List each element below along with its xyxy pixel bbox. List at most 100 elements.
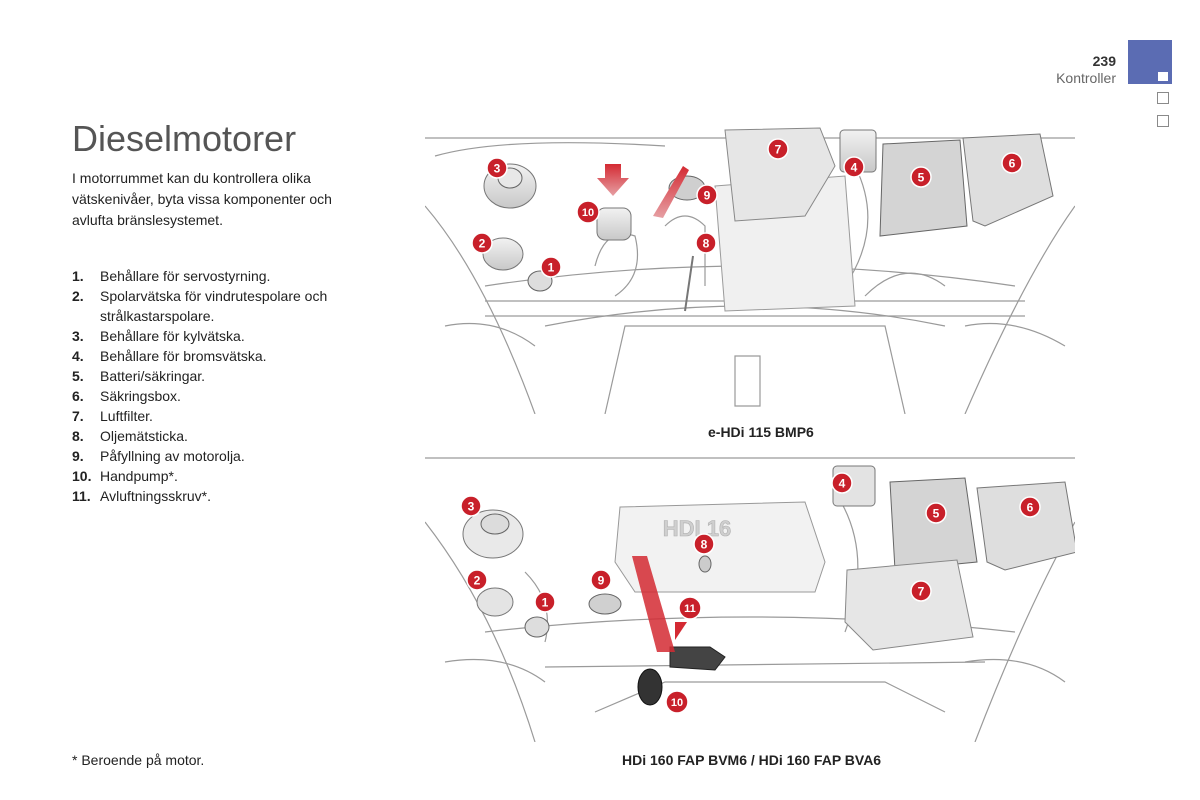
list-item-text: Avluftningsskruv*. — [100, 488, 212, 504]
section-tab-box — [1157, 115, 1169, 127]
list-item-number: 4. — [72, 348, 84, 364]
badge-8: 8 — [693, 533, 715, 555]
section-title: Kontroller — [1056, 70, 1116, 86]
badge-label: 10 — [671, 697, 683, 709]
page-number: 239 — [1092, 53, 1116, 69]
list-item-number: 11. — [72, 488, 91, 504]
list-item: 4. Behållare för bromsvätska. — [72, 346, 372, 366]
page-title: Dieselmotorer — [72, 118, 297, 159]
list-item-number: 3. — [72, 328, 84, 344]
badge-label: 4 — [839, 477, 846, 491]
power-steering-reservoir — [524, 616, 550, 638]
badge-6: 6 — [1001, 152, 1023, 174]
list-item-text: Säkringsbox. — [100, 388, 181, 404]
list-item-text: Oljemätsticka. — [100, 428, 188, 444]
badge-8: 8 — [695, 232, 717, 254]
badge-label: 9 — [598, 574, 605, 588]
engine-outline — [425, 457, 1075, 742]
list-item: 8. Oljemätsticka. — [72, 426, 372, 446]
badge-label: 11 — [684, 603, 696, 615]
diagram-bottom-caption: HDi 160 FAP BVM6 / HDi 160 FAP BVA6 — [622, 752, 882, 768]
badge-9: 9 — [590, 569, 612, 591]
list-item: 6.Säkringsbox. — [72, 386, 372, 406]
badge-label: 8 — [703, 237, 710, 251]
fuse-box — [976, 481, 1075, 571]
arrow-down-icon — [675, 622, 687, 640]
bleed-screw-assembly — [669, 646, 726, 671]
battery — [879, 139, 968, 237]
list-item-number: 1. — [72, 268, 84, 284]
engine-diagram-top: 3 2 1 10 9 8 7 4 5 6 — [425, 127, 1075, 414]
list-item: 7. Luftfilter. — [72, 406, 372, 426]
air-filter — [844, 559, 974, 651]
list-item-number: 8. — [72, 428, 84, 444]
hand-pump — [637, 668, 663, 706]
badge-5: 5 — [910, 166, 932, 188]
list-item: 5. Batteri/säkringar. — [72, 366, 372, 386]
hand-pump — [596, 207, 632, 241]
badge-label: 8 — [701, 538, 708, 552]
component-list: 1. Behållare för servostyrning. 2. Spolarv… — [72, 266, 372, 506]
list-item-text: Påfyllning av motorolja. — [100, 448, 245, 464]
dipstick — [698, 555, 712, 573]
battery — [889, 477, 978, 571]
list-item-text: Behållare för bromsvätska. — [100, 348, 267, 364]
badge-label: 2 — [479, 237, 486, 251]
badge-label: 6 — [1027, 501, 1034, 515]
badge-3: 3 — [460, 495, 482, 517]
badge-5: 5 — [925, 502, 947, 524]
badge-2: 2 — [466, 569, 488, 591]
badge-label: 7 — [775, 143, 782, 157]
list-item: 1. Behållare för servostyrning. — [72, 266, 372, 286]
list-item: 10.Handpump*. — [72, 466, 372, 486]
list-item-number: 2. — [72, 288, 84, 304]
list-item: 11. Avluftningsskruv*. — [72, 486, 372, 506]
badge-7: 7 — [767, 138, 789, 160]
list-item-number: 10. — [72, 468, 92, 484]
badge-4: 4 — [843, 156, 865, 178]
intro-text: I motorrummet kan du kontrollera olika v… — [72, 170, 332, 228]
air-filter — [724, 127, 836, 222]
arrow-marker — [632, 556, 675, 652]
list-item-text: Batteri/säkringar. — [100, 368, 206, 384]
section-tab-box — [1157, 92, 1169, 104]
list-item: 2. Spolarvätska för vindrutespolare och s… — [72, 286, 372, 326]
badge-10: 10 — [576, 200, 600, 224]
dipstick — [684, 255, 694, 312]
section-tab-marker — [1158, 72, 1168, 81]
coolant-cap — [480, 513, 510, 535]
badge-label: 3 — [494, 162, 501, 176]
engine-cover — [614, 501, 826, 593]
badge-label: 2 — [474, 574, 481, 588]
list-item-number: 9. — [72, 448, 84, 464]
badge-label: 7 — [918, 585, 925, 599]
badge-9: 9 — [696, 184, 718, 206]
badge-6: 6 — [1019, 496, 1041, 518]
list-item: 9. Påfyllning av motorolja. — [72, 446, 372, 466]
badge-1: 1 — [540, 256, 562, 278]
list-item-text: Spolarvätska för vindrutespolare och str… — [100, 288, 328, 324]
footnote: * Beroende på motor. — [72, 752, 205, 768]
badge-label: 5 — [933, 507, 940, 521]
list-item-number: 5. — [72, 368, 84, 384]
badge-4: 4 — [831, 472, 853, 494]
list-item: 3. Behållare för kylvätska. — [72, 326, 372, 346]
badge-label: 6 — [1009, 157, 1016, 171]
badge-label: 3 — [468, 500, 475, 514]
arrow-marker — [653, 166, 689, 218]
fuse-box — [962, 133, 1054, 227]
washer-reservoir — [482, 237, 524, 271]
badge-1: 1 — [534, 591, 556, 613]
badge-label: 10 — [582, 207, 594, 219]
list-item-text: Luftfilter. — [100, 408, 153, 424]
diagram-top-caption: e-HDi 115 BMP6 — [708, 424, 814, 440]
badge-7: 7 — [910, 580, 932, 602]
engine-diagram-bottom: HDI 16 3 2 1 9 8 11 10 4 5 6 7 — [425, 457, 1075, 742]
list-item-text: Behållare för servostyrning. — [100, 268, 271, 284]
badge-label: 9 — [704, 189, 711, 203]
oil-filler-cap — [588, 593, 622, 615]
badge-11: 11 — [678, 596, 702, 620]
list-item-number: 7. — [72, 408, 84, 424]
list-item-text: Behållare för kylvätska. — [100, 328, 245, 344]
badge-label: 4 — [851, 161, 858, 175]
